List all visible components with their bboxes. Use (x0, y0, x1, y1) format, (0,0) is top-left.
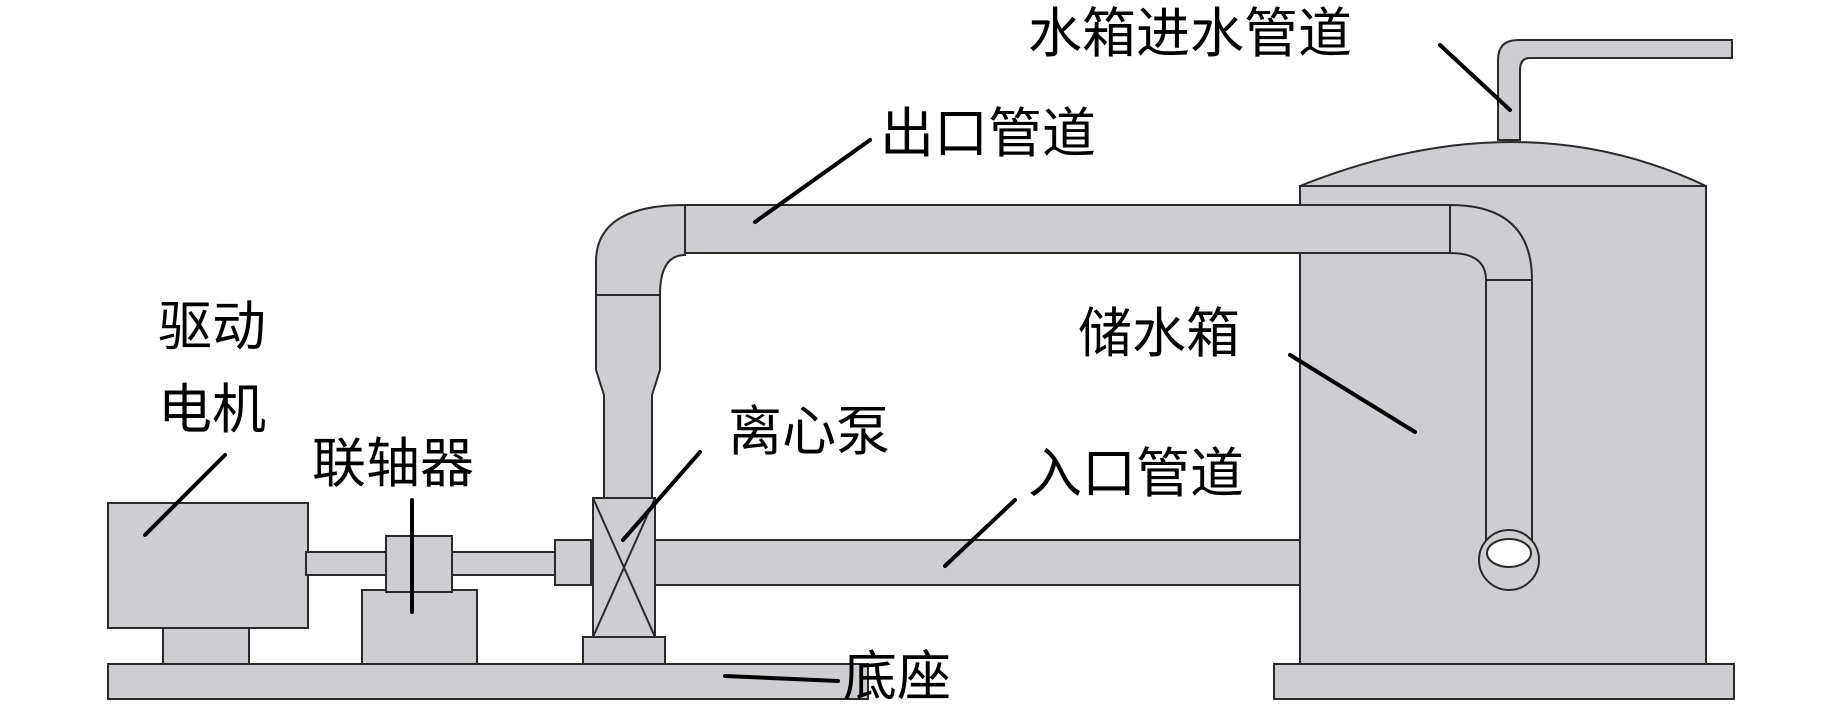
label-outlet-pipe: 出口管道 (880, 102, 1096, 165)
outlet-riser (595, 294, 661, 499)
label-centrifugal-pump: 离心泵 (728, 400, 890, 463)
leader-tank-inlet-pipe (1438, 43, 1512, 112)
pump-cross-mark (592, 497, 656, 638)
tank-base-plate (1273, 663, 1735, 700)
leader-water-tank (1288, 353, 1417, 434)
leader-inlet-pipe (943, 498, 1017, 568)
label-tank-inlet-pipe: 水箱进水管道 (1028, 2, 1352, 65)
outlet-down-pipe (1485, 279, 1533, 554)
label-base: 底座 (843, 645, 951, 704)
drive-motor (107, 502, 309, 629)
tank-dome (1299, 141, 1707, 187)
coupling-support (361, 589, 478, 665)
leader-base (723, 674, 840, 683)
label-drive-motor-line1: 驱动 (158, 295, 266, 358)
motor-shaft (305, 551, 388, 576)
outlet-horizontal-pipe (684, 204, 1451, 254)
leader-outlet-pipe (753, 138, 872, 224)
leader-drive-motor (143, 453, 227, 537)
inlet-pipe (654, 539, 1301, 586)
outlet-left-elbow (595, 203, 686, 296)
outlet-pipe-mouth (1486, 538, 1532, 568)
motor-foot (162, 627, 250, 665)
label-drive-motor-line2: 电机 (158, 378, 266, 441)
coupling (385, 535, 453, 593)
pump-foot (582, 636, 666, 665)
tank-inlet-pipe (1497, 39, 1733, 141)
leader-centrifugal-pump (621, 450, 702, 542)
label-water-tank: 储水箱 (1078, 302, 1240, 365)
pump-shaft (451, 551, 561, 576)
label-coupling: 联轴器 (312, 432, 474, 495)
label-inlet-pipe: 入口管道 (1028, 442, 1244, 505)
pump-inlet-stub (554, 539, 592, 586)
base-plate (107, 663, 869, 700)
